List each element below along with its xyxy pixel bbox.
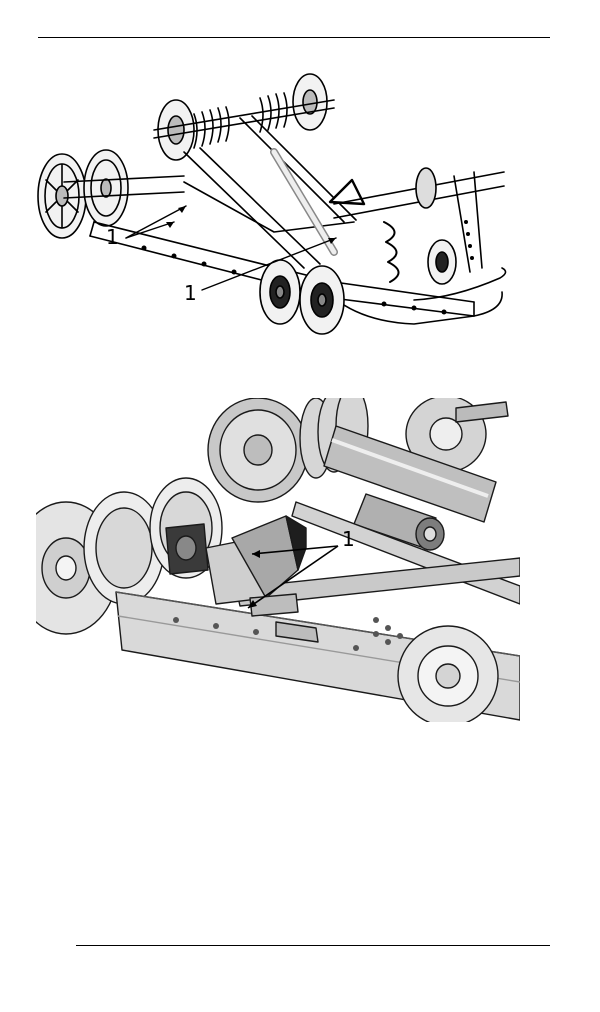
rear-arm — [239, 115, 357, 223]
callout-leader-lines — [247, 545, 339, 609]
callout-number: 1 — [342, 527, 355, 551]
header-rule — [38, 37, 550, 38]
closeup-wheel-front — [397, 625, 499, 727]
rear-axle — [63, 175, 185, 199]
footer-rule — [76, 945, 550, 946]
closeup-wheel-second — [83, 491, 165, 605]
front-wheel-left — [259, 259, 301, 325]
left-wheel-outer — [37, 153, 87, 239]
front-arm — [183, 147, 321, 269]
callout-leader-lines — [125, 205, 337, 291]
closeup-arm-bracket — [165, 515, 307, 617]
shock-absorber — [270, 148, 338, 256]
callout-number: 1 — [106, 225, 119, 249]
rear-arm-closeup-illustration: 1 — [13, 385, 521, 727]
left-wheel-inner — [83, 149, 129, 227]
front-wheel-far — [427, 239, 457, 285]
closeup-top-pulley — [207, 397, 309, 503]
callout-number: 1 — [184, 281, 197, 305]
closeup-shock-cylinder — [323, 425, 497, 523]
front-wheel-right — [299, 265, 345, 335]
suspension-overview-illustration: 1 1 — [34, 72, 524, 344]
upper-shaft-springs — [153, 73, 335, 161]
